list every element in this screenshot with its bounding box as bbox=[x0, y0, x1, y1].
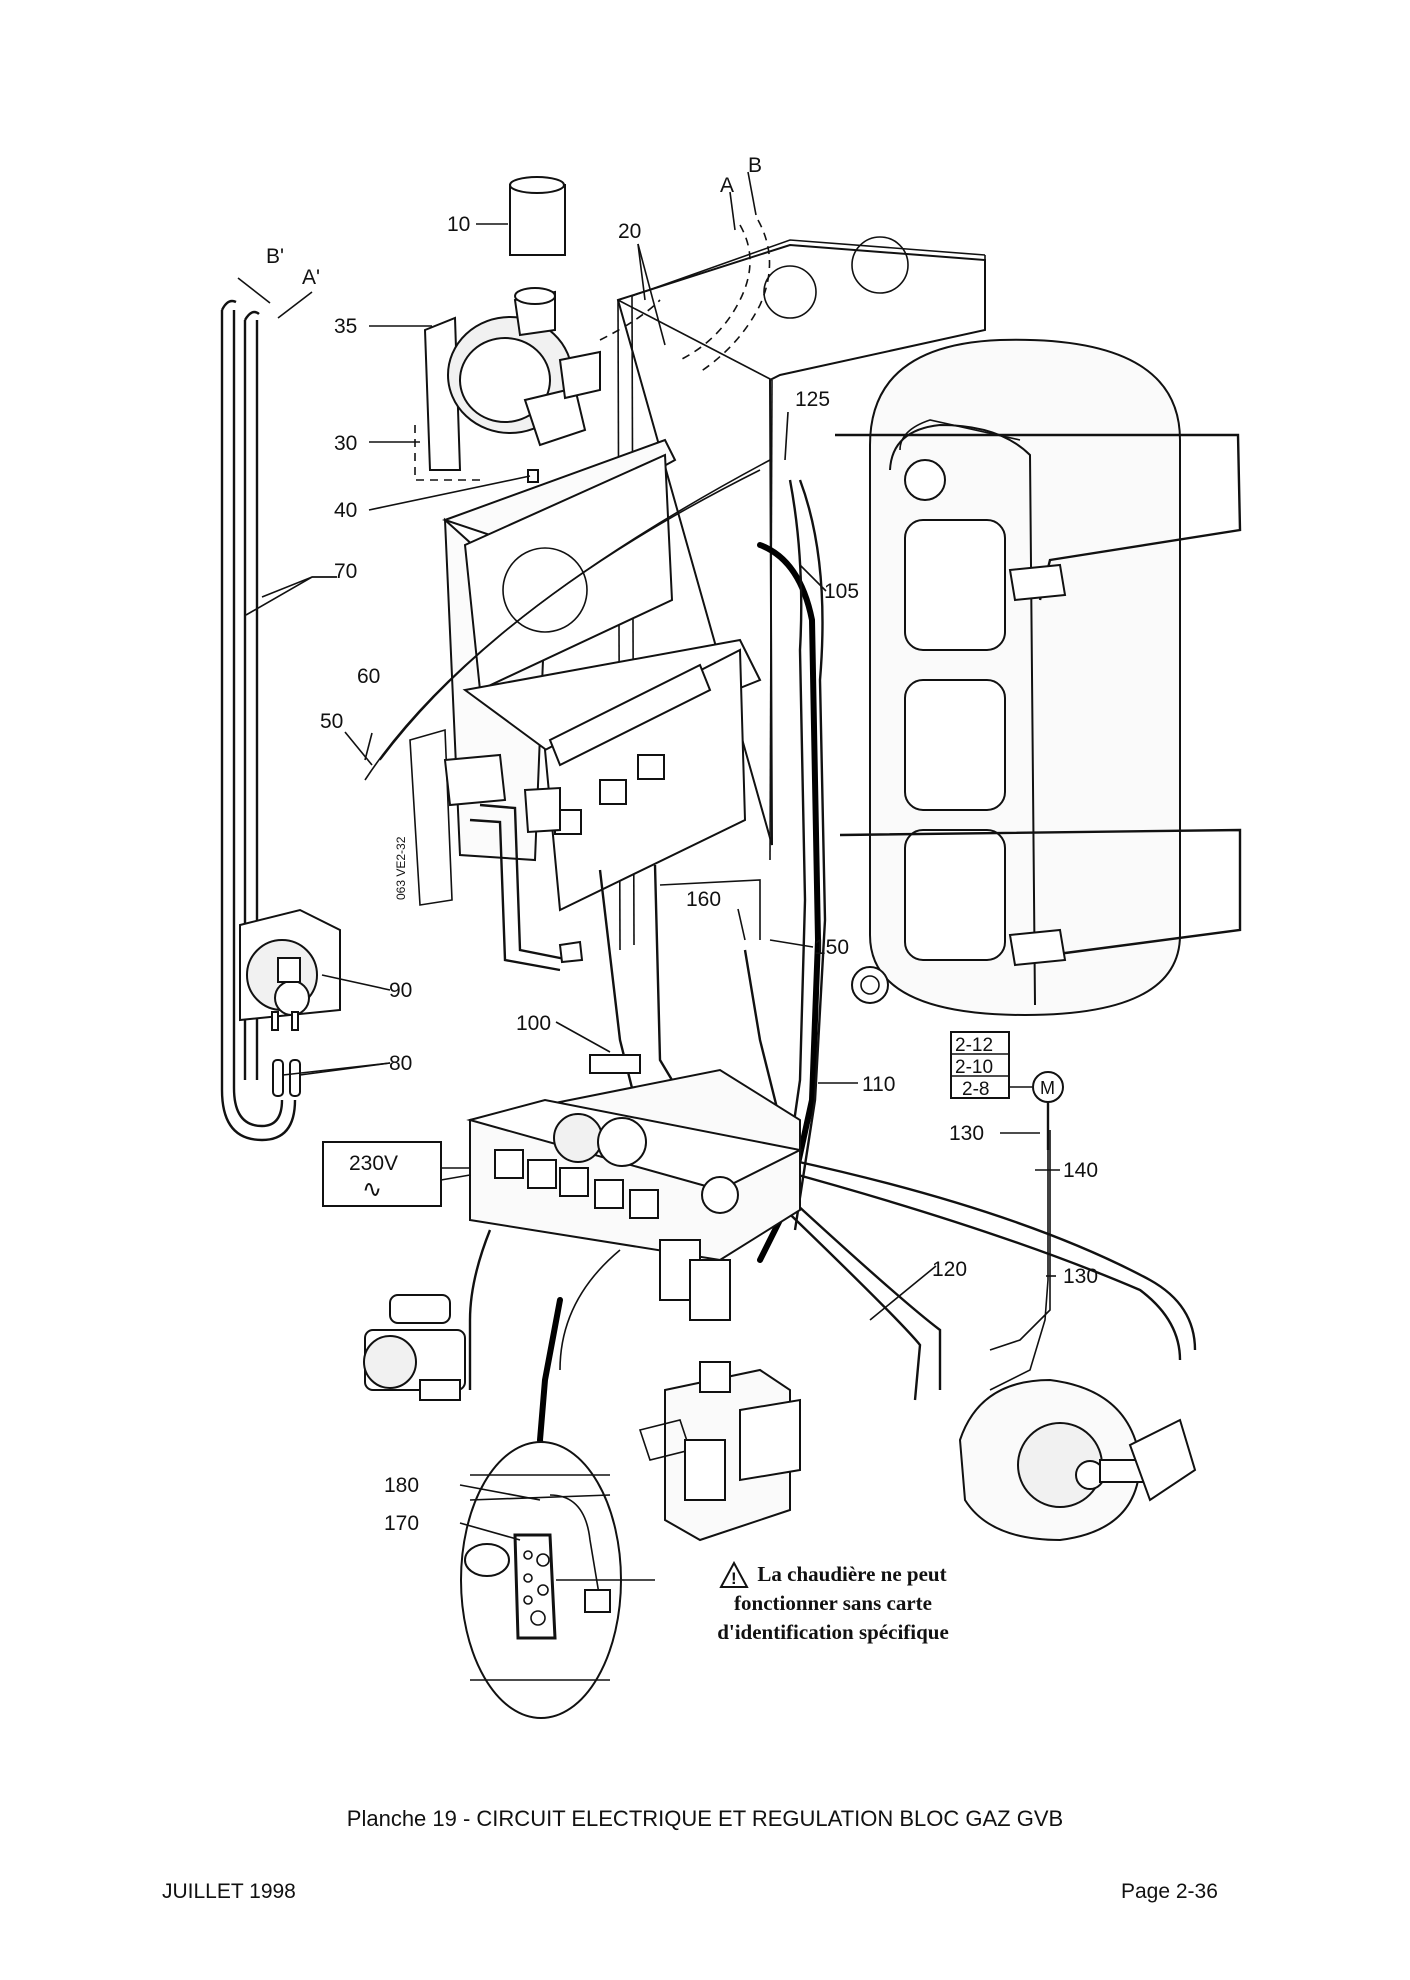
label-30: 30 bbox=[334, 432, 357, 455]
label-105: 105 bbox=[824, 580, 859, 603]
code-2-10: 2-10 bbox=[955, 1057, 993, 1078]
label-100: 100 bbox=[516, 1012, 551, 1035]
label-B: B bbox=[748, 154, 762, 177]
label-40: 40 bbox=[334, 499, 357, 522]
id-card-inset bbox=[460, 1441, 622, 1719]
circulator-pump bbox=[363, 1294, 466, 1401]
label-20: 20 bbox=[618, 220, 641, 243]
label-10: 10 bbox=[447, 213, 470, 236]
label-180: 180 bbox=[384, 1474, 419, 1497]
part-labels: 10 20 35 30 40 70 60 50 90 80 100 125 10… bbox=[266, 154, 1098, 1535]
motor-symbol: M bbox=[1040, 1078, 1055, 1098]
code-2-8: 2-8 bbox=[962, 1079, 989, 1100]
label-B-prime: B' bbox=[266, 245, 284, 268]
warning-line-1: La chaudière ne peut bbox=[757, 1562, 947, 1586]
label-120: 120 bbox=[932, 1258, 967, 1281]
power-symbol: ∿ bbox=[362, 1176, 382, 1203]
label-160: 160 bbox=[686, 888, 721, 911]
footer-page-number: Page 2-36 bbox=[1121, 1880, 1218, 1903]
warning-line-3: d'identification spécifique bbox=[717, 1620, 949, 1644]
storage-tank bbox=[835, 338, 1242, 1017]
label-140: 140 bbox=[1063, 1159, 1098, 1182]
label-150: 150 bbox=[814, 936, 849, 959]
code-2-12: 2-12 bbox=[955, 1035, 993, 1056]
label-70: 70 bbox=[334, 560, 357, 583]
warning-triangle-icon: ! bbox=[719, 1560, 750, 1588]
label-60: 60 bbox=[357, 665, 380, 688]
leader-lines bbox=[237, 171, 1060, 1581]
code-boxes: 2-12 2-10 2-8 M bbox=[950, 1031, 1064, 1391]
label-35: 35 bbox=[334, 315, 357, 338]
fan-assembly bbox=[414, 176, 601, 483]
label-A-prime: A' bbox=[302, 266, 320, 289]
label-80: 80 bbox=[389, 1052, 412, 1075]
blower bbox=[958, 1378, 1197, 1542]
label-170: 170 bbox=[384, 1512, 419, 1535]
power-label: 230V bbox=[349, 1152, 398, 1175]
label-110: 110 bbox=[862, 1073, 895, 1096]
warning-line-2: fonctionner sans carte bbox=[734, 1591, 932, 1615]
control-box bbox=[466, 1054, 804, 1321]
label-A: A bbox=[720, 174, 734, 197]
label-50: 50 bbox=[320, 710, 343, 733]
footer-date: JUILLET 1998 bbox=[162, 1880, 296, 1903]
svg-text:!: ! bbox=[731, 1569, 737, 1588]
gas-valve bbox=[638, 1361, 801, 1542]
tubes-80 bbox=[272, 1059, 301, 1097]
label-130-bottom: 130 bbox=[1063, 1265, 1098, 1288]
combustion-chamber bbox=[409, 438, 762, 972]
figure-caption: Planche 19 - CIRCUIT ELECTRIQUE ET REGUL… bbox=[346, 1806, 1064, 1831]
pressure-switch-90 bbox=[239, 908, 341, 1031]
power-supply-box: 230V ∿ bbox=[322, 1141, 471, 1207]
label-130-top: 130 bbox=[949, 1122, 984, 1145]
label-125: 125 bbox=[795, 388, 830, 411]
figure-code: 063 VE2-32 bbox=[394, 836, 408, 900]
label-90: 90 bbox=[389, 979, 412, 1002]
warning-note: ! La chaudière ne peut fonctionner sans … bbox=[668, 1560, 998, 1647]
